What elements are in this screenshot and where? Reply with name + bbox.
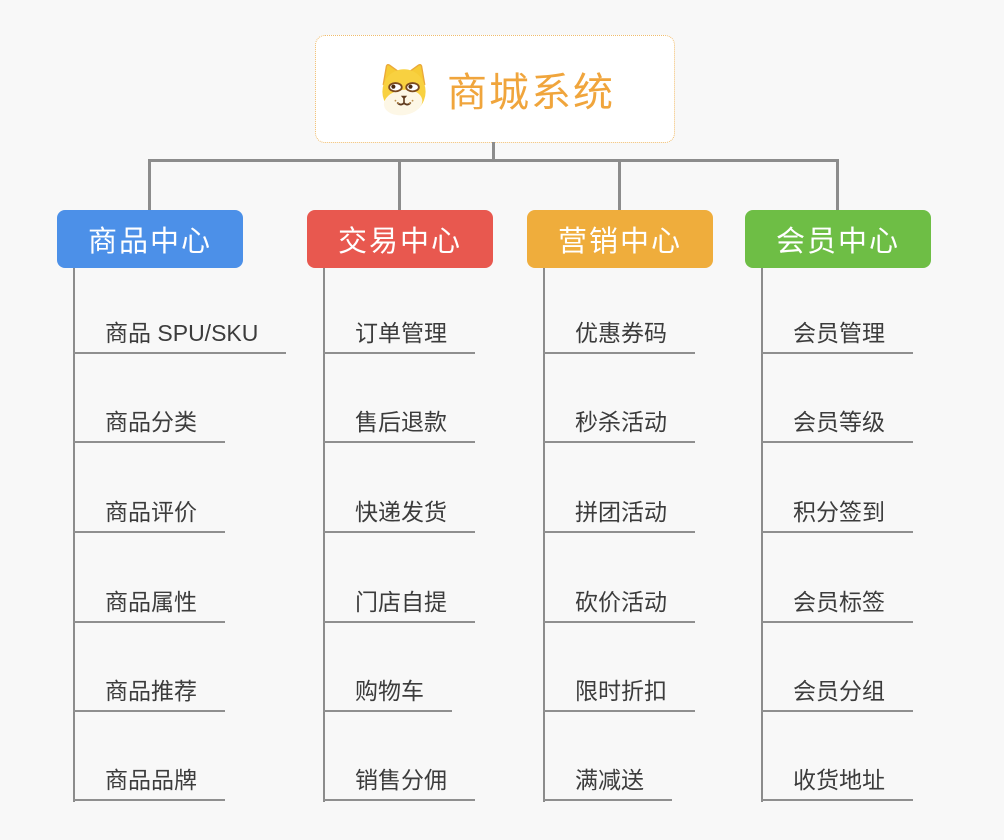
- leaf-node[interactable]: 销售分佣: [323, 753, 475, 801]
- leaf-node[interactable]: 会员分组: [761, 664, 913, 712]
- leaf-label: 拼团活动: [575, 499, 667, 525]
- leaf-label: 商品品牌: [105, 767, 197, 793]
- connector-horizontal-bar: [148, 159, 839, 162]
- root-title: 商城系统: [447, 71, 615, 115]
- leaf-label: 商品属性: [105, 589, 197, 615]
- leaf-label: 会员等级: [793, 409, 885, 435]
- connector-root-stem: [492, 142, 495, 161]
- leaf-label: 会员分组: [793, 678, 885, 704]
- leaf-node[interactable]: 商品 SPU/SKU: [73, 306, 287, 354]
- leaf-node[interactable]: 积分签到: [761, 485, 913, 533]
- branch-node-member-center[interactable]: 会员中心: [745, 210, 931, 268]
- leaf-node[interactable]: 商品属性: [73, 575, 225, 623]
- leaf-node[interactable]: 会员等级: [761, 395, 913, 443]
- leaf-label: 销售分佣: [355, 767, 447, 793]
- branch-spine-trade: [323, 268, 325, 802]
- branch-label: 营销中心: [557, 226, 682, 258]
- leaf-label: 会员管理: [793, 320, 885, 346]
- leaf-label: 订单管理: [355, 320, 447, 346]
- leaf-label: 满减送: [575, 767, 644, 793]
- leaf-label: 收货地址: [793, 767, 885, 793]
- leaf-label: 会员标签: [793, 589, 885, 615]
- branch-node-trade-center[interactable]: 交易中心: [307, 210, 493, 268]
- leaf-label: 购物车: [355, 678, 424, 704]
- connector-drop-marketing: [618, 159, 621, 211]
- leaf-node[interactable]: 快递发货: [323, 485, 475, 533]
- branch-node-product-center[interactable]: 商品中心: [57, 210, 243, 268]
- leaf-label: 快递发货: [355, 499, 447, 525]
- leaf-node[interactable]: 满减送: [543, 753, 672, 801]
- leaf-label: 积分签到: [793, 499, 885, 525]
- branch-spine-member: [761, 268, 763, 802]
- shiba-dog-icon: [382, 63, 426, 116]
- leaf-label: 商品分类: [105, 409, 197, 435]
- connector-drop-product: [148, 159, 151, 211]
- branch-label: 交易中心: [337, 226, 462, 258]
- leaf-node[interactable]: 商品评价: [73, 485, 225, 533]
- leaf-node[interactable]: 商品推荐: [73, 664, 225, 712]
- leaf-label: 门店自提: [355, 589, 447, 615]
- leaf-label: 商品评价: [105, 499, 197, 525]
- leaf-node[interactable]: 会员标签: [761, 575, 913, 623]
- leaf-node[interactable]: 限时折扣: [543, 664, 695, 712]
- branch-label: 商品中心: [87, 226, 212, 258]
- leaf-label: 优惠券码: [575, 320, 667, 346]
- leaf-label: 商品 SPU/SKU: [105, 320, 259, 346]
- branch-spine-product: [73, 268, 75, 802]
- leaf-node[interactable]: 购物车: [323, 664, 452, 712]
- leaf-label: 砍价活动: [575, 589, 667, 615]
- leaf-node[interactable]: 秒杀活动: [543, 395, 695, 443]
- branch-label: 会员中心: [775, 226, 900, 258]
- branch-spine-marketing: [543, 268, 545, 802]
- leaf-node[interactable]: 售后退款: [323, 395, 475, 443]
- leaf-label: 商品推荐: [105, 678, 197, 704]
- leaf-label: 售后退款: [355, 409, 447, 435]
- leaf-label: 限时折扣: [575, 678, 667, 704]
- leaf-node[interactable]: 商品品牌: [73, 753, 225, 801]
- leaf-node[interactable]: 商品分类: [73, 395, 225, 443]
- connector-drop-trade: [398, 159, 401, 211]
- leaf-node[interactable]: 优惠券码: [543, 306, 695, 354]
- leaf-node[interactable]: 收货地址: [761, 753, 913, 801]
- branch-node-marketing-center[interactable]: 营销中心: [527, 210, 713, 268]
- leaf-label: 秒杀活动: [575, 409, 667, 435]
- leaf-node[interactable]: 订单管理: [323, 306, 475, 354]
- leaf-node[interactable]: 门店自提: [323, 575, 475, 623]
- root-node[interactable]: 商城系统: [315, 35, 675, 143]
- leaf-node[interactable]: 砍价活动: [543, 575, 695, 623]
- leaf-node[interactable]: 会员管理: [761, 306, 913, 354]
- leaf-node[interactable]: 拼团活动: [543, 485, 695, 533]
- connector-drop-member: [836, 159, 839, 211]
